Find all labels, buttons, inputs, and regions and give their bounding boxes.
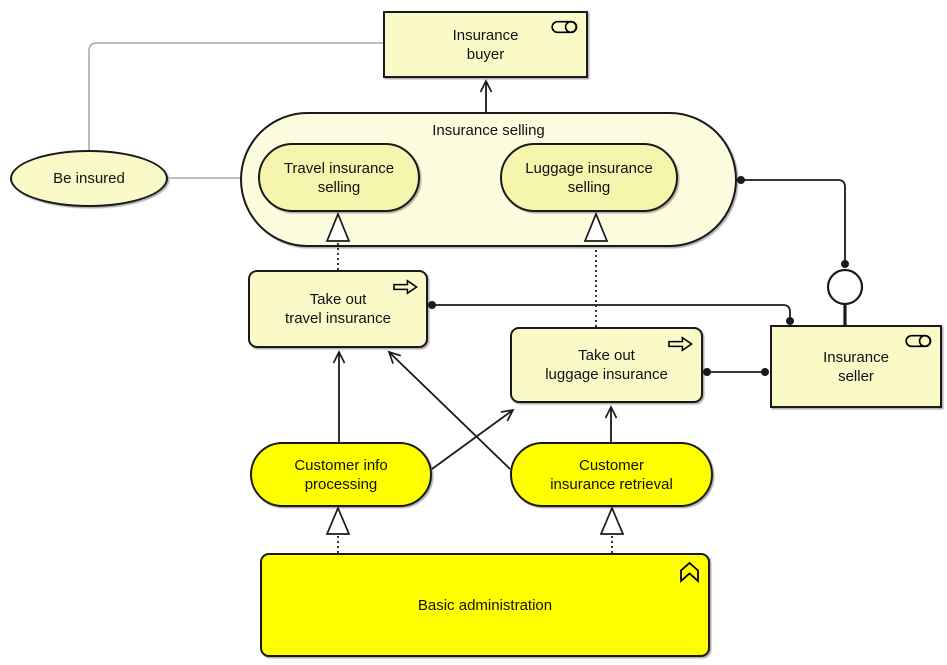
- seller-interface-lollipop: [826, 268, 864, 326]
- node-label: Insurance buyer: [452, 26, 519, 63]
- realization-basic-admin-to-retrieval: [599, 505, 625, 553]
- node-label: Customer insurance retrieval: [550, 456, 673, 493]
- function-chevron-icon: [680, 561, 699, 583]
- node-label: Luggage insurance selling: [525, 159, 653, 196]
- node-label: Insurance seller: [823, 348, 889, 385]
- node-take-out-travel-insurance[interactable]: Take out travel insurance: [248, 270, 428, 348]
- role-icon: [905, 334, 932, 348]
- process-arrow-icon: [393, 279, 418, 295]
- node-customer-info-processing[interactable]: Customer info processing: [250, 442, 432, 507]
- node-label: Travel insurance selling: [283, 159, 395, 196]
- node-customer-insurance-retrieval[interactable]: Customer insurance retrieval: [510, 442, 713, 507]
- line-travel-process-to-seller: [428, 301, 794, 325]
- process-arrow-icon: [668, 336, 693, 352]
- node-luggage-insurance-selling[interactable]: Luggage insurance selling: [500, 143, 678, 212]
- serving-info-processing-to-luggage: [431, 408, 515, 470]
- line-luggage-process-to-seller: [703, 368, 769, 376]
- node-label: Basic administration: [417, 596, 553, 614]
- node-take-out-luggage-insurance[interactable]: Take out luggage insurance: [510, 327, 703, 403]
- node-label: Insurance selling: [432, 122, 545, 139]
- node-travel-insurance-selling[interactable]: Travel insurance selling: [258, 143, 420, 212]
- node-label: Take out travel insurance: [285, 291, 391, 327]
- node-basic-administration[interactable]: Basic administration: [260, 553, 710, 657]
- node-insurance-seller[interactable]: Insurance seller: [770, 325, 942, 408]
- node-label: Customer info processing: [294, 456, 388, 493]
- realization-basic-admin-to-info-processing: [325, 505, 351, 553]
- line-selling-to-seller-interface: [737, 176, 849, 268]
- node-label: Take out luggage insurance: [545, 347, 668, 383]
- role-icon: [551, 20, 578, 34]
- node-be-insured[interactable]: Be insured: [10, 150, 168, 207]
- node-label: Be insured: [53, 170, 125, 187]
- node-insurance-buyer[interactable]: Insurance buyer: [383, 11, 588, 78]
